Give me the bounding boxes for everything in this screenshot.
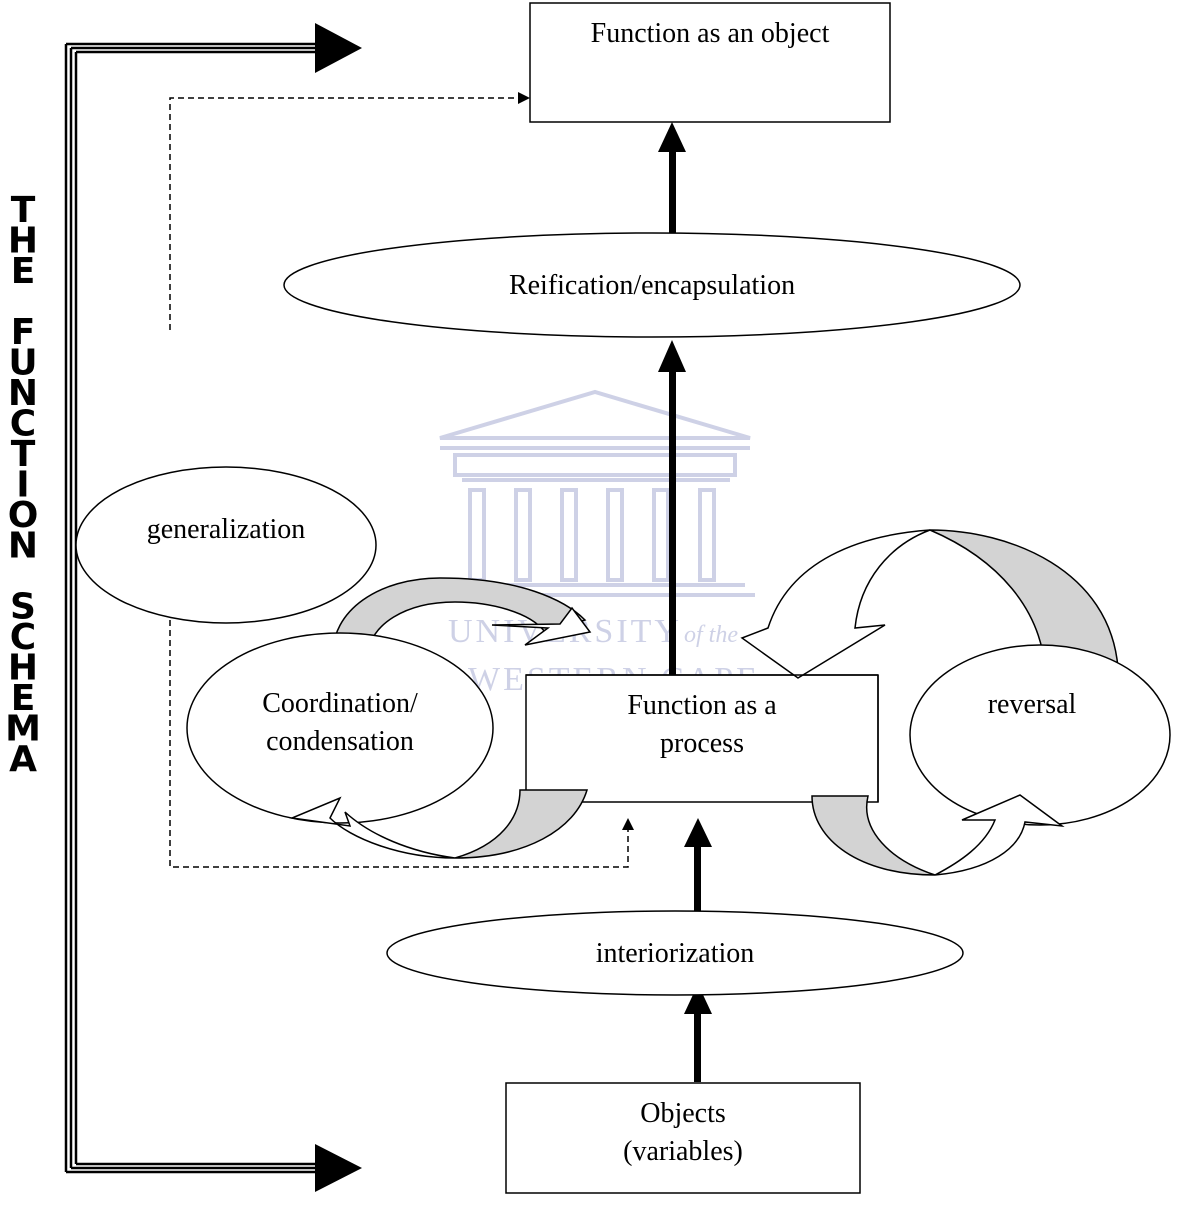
function-process-label-line2: process xyxy=(660,728,744,759)
coordination-label-line2: condensation xyxy=(266,726,414,757)
reification-label: Reification/encapsulation xyxy=(509,270,795,301)
arrow-objects-to-interiorization-shaft-upper xyxy=(694,1012,701,1082)
interiorization-ellipse xyxy=(386,910,964,996)
reversal-white-arrow-bottom xyxy=(934,794,1065,876)
interiorization-label: interiorization xyxy=(596,938,755,969)
arrow-reification-to-object-head xyxy=(658,122,686,152)
generalization-ellipse xyxy=(75,466,377,624)
coordination-label-line1: Coordination/ xyxy=(262,688,418,719)
function-object-label: Function as an object xyxy=(591,18,830,49)
arrow-reification-to-object-shaft xyxy=(669,150,676,235)
reversal-label: reversal xyxy=(988,689,1077,720)
reversal-ellipse xyxy=(909,644,1171,826)
coordination-gray-arrow-top xyxy=(332,577,587,659)
arrow-interiorization-to-process-head xyxy=(684,818,712,847)
coordination-white-arrowhead-top xyxy=(491,606,592,646)
function-object-box xyxy=(529,2,891,123)
objects-label-line2: (variables) xyxy=(623,1136,743,1167)
bracket-arrow xyxy=(64,42,318,1174)
arrow-process-to-reification-shaft xyxy=(669,370,676,678)
watermark-logo: UNIVERSITY of the WESTERN CAPE xyxy=(439,389,757,698)
bracket-top-arrowhead xyxy=(315,23,362,73)
reversal-white-arrow-top xyxy=(740,529,931,679)
arrow-process-to-reification-head xyxy=(658,340,686,372)
function-process-box xyxy=(525,674,879,803)
reversal-gray-arrow-bottom xyxy=(811,795,936,876)
objects-box xyxy=(505,1082,861,1194)
function-process-label-line1: Function as a xyxy=(627,690,777,721)
bracket-bottom-arrowhead xyxy=(315,1144,362,1192)
generalization-dashed-path xyxy=(169,97,629,868)
dashed-arrowhead-bottom xyxy=(622,818,634,830)
coordination-ellipse xyxy=(186,632,494,824)
coordination-cycle: Coordination/ condensation xyxy=(186,577,592,859)
function-process-node: Function as a process xyxy=(526,674,879,802)
coordination-gray-arrow-bottom xyxy=(454,789,589,859)
reification-ellipse xyxy=(283,232,1021,338)
arrow-objects-to-interiorization-head xyxy=(684,984,712,1014)
reversal-cycle: reversal xyxy=(740,529,1171,876)
watermark-temple-icon xyxy=(439,389,755,597)
coordination-white-arrow-bottom xyxy=(289,796,456,859)
dashed-arrowhead-top xyxy=(518,92,530,104)
generalization-label: generalization xyxy=(147,514,306,545)
objects-label-line1: Objects xyxy=(640,1098,726,1129)
arrow-interiorization-to-process-shaft xyxy=(694,845,701,915)
watermark-line1-suffix: of the xyxy=(684,622,738,648)
